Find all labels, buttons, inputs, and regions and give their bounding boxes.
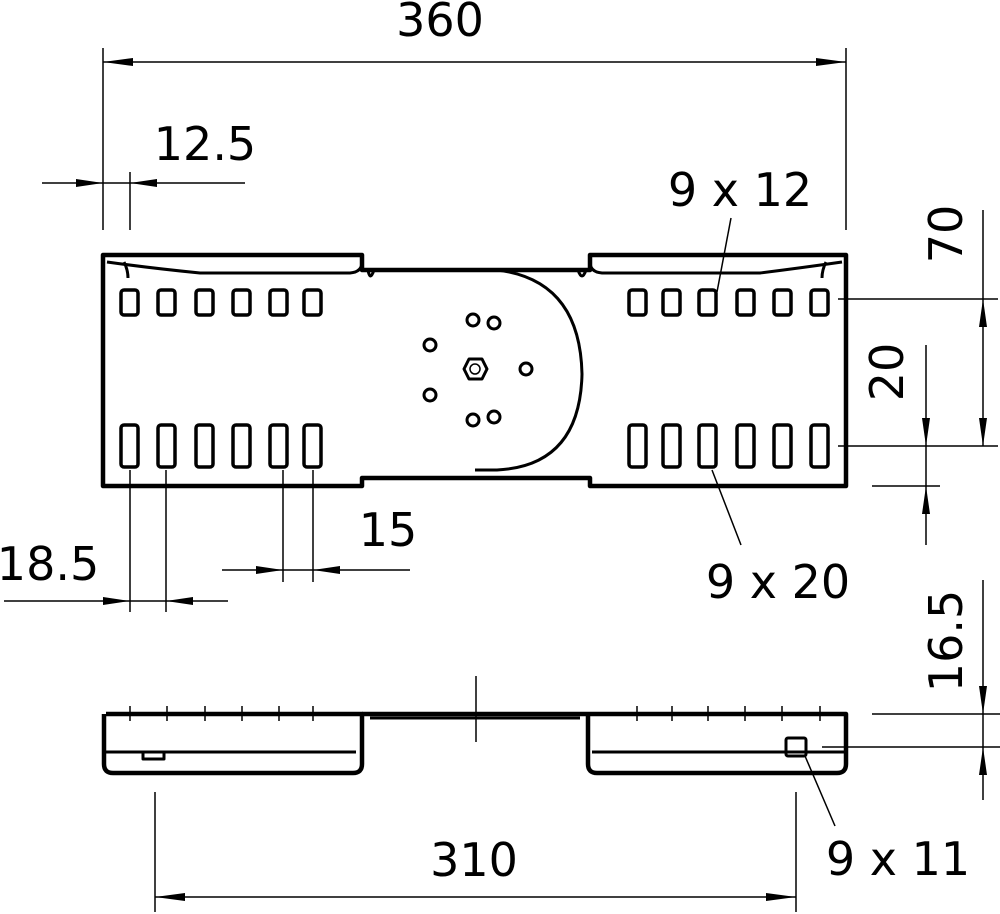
dim-hole-spacing: 310 <box>430 833 518 887</box>
slot-lower <box>119 423 140 469</box>
bolt <box>469 363 481 375</box>
slot-lower <box>735 423 756 469</box>
slot-lower <box>661 423 682 469</box>
slot-upper <box>697 288 718 317</box>
slot-lower <box>697 423 718 469</box>
dim-side-hole-size: 9 x 11 <box>826 832 970 886</box>
left-flange-lip <box>106 260 364 275</box>
slot-lower <box>268 423 289 469</box>
hole <box>486 315 502 331</box>
side-hole-right <box>784 736 808 758</box>
slot-upper <box>156 288 177 317</box>
slot-upper <box>772 288 793 317</box>
swivel-holes <box>422 312 534 428</box>
dimension-labels: 360 12.5 9 x 12 70 20 9 x 20 18.5 15 16.… <box>0 0 973 887</box>
slot-upper <box>268 288 289 317</box>
slot-lower <box>627 423 648 469</box>
right-flange-side <box>585 711 849 776</box>
notch-left-top <box>366 269 376 278</box>
top-view <box>100 252 849 489</box>
slot-lower <box>231 423 252 469</box>
dim-overall-length: 360 <box>396 0 484 47</box>
right-lip-curl <box>820 261 828 279</box>
slot-lower <box>194 423 215 469</box>
dim-slot-row-spacing: 20 <box>860 343 914 402</box>
dimension-lines <box>4 48 1000 912</box>
slot-upper <box>119 288 140 317</box>
plate-outline <box>100 252 849 489</box>
dim-edge-offset: 12.5 <box>154 117 256 171</box>
slot-lower <box>156 423 177 469</box>
slot-lower <box>809 423 830 469</box>
hole <box>486 409 502 425</box>
dim-slot-pitch: 15 <box>359 503 418 557</box>
slot-upper <box>735 288 756 317</box>
side-view <box>101 676 849 776</box>
hole <box>518 361 534 377</box>
right-flange-lip <box>588 260 843 275</box>
slot-upper <box>231 288 252 317</box>
slot-upper <box>627 288 648 317</box>
hole <box>422 337 438 353</box>
left-flange-side <box>101 711 365 776</box>
left-lip-curl <box>122 261 130 279</box>
swivel-plate-arc <box>475 268 584 472</box>
dim-upper-slot-size: 9 x 12 <box>668 163 812 217</box>
side-hole-left <box>141 750 166 761</box>
lower-slot-row <box>119 423 830 469</box>
hex-nut-icon <box>462 357 489 381</box>
dim-flange-height: 16.5 <box>919 590 973 692</box>
slot-upper <box>194 288 215 317</box>
slot-lower <box>772 423 793 469</box>
slot-lower <box>302 423 323 469</box>
slot-upper <box>302 288 323 317</box>
upper-slot-row <box>119 288 830 317</box>
dim-first-slot-offset: 18.5 <box>0 537 99 591</box>
slot-upper <box>809 288 830 317</box>
hole <box>465 312 481 328</box>
slot-upper <box>661 288 682 317</box>
hole <box>422 387 438 403</box>
dim-lower-slot-size: 9 x 20 <box>706 555 850 609</box>
notch-right-top <box>576 269 588 278</box>
hole <box>465 412 481 428</box>
side-ticks <box>129 676 821 742</box>
dim-height: 70 <box>919 205 973 264</box>
